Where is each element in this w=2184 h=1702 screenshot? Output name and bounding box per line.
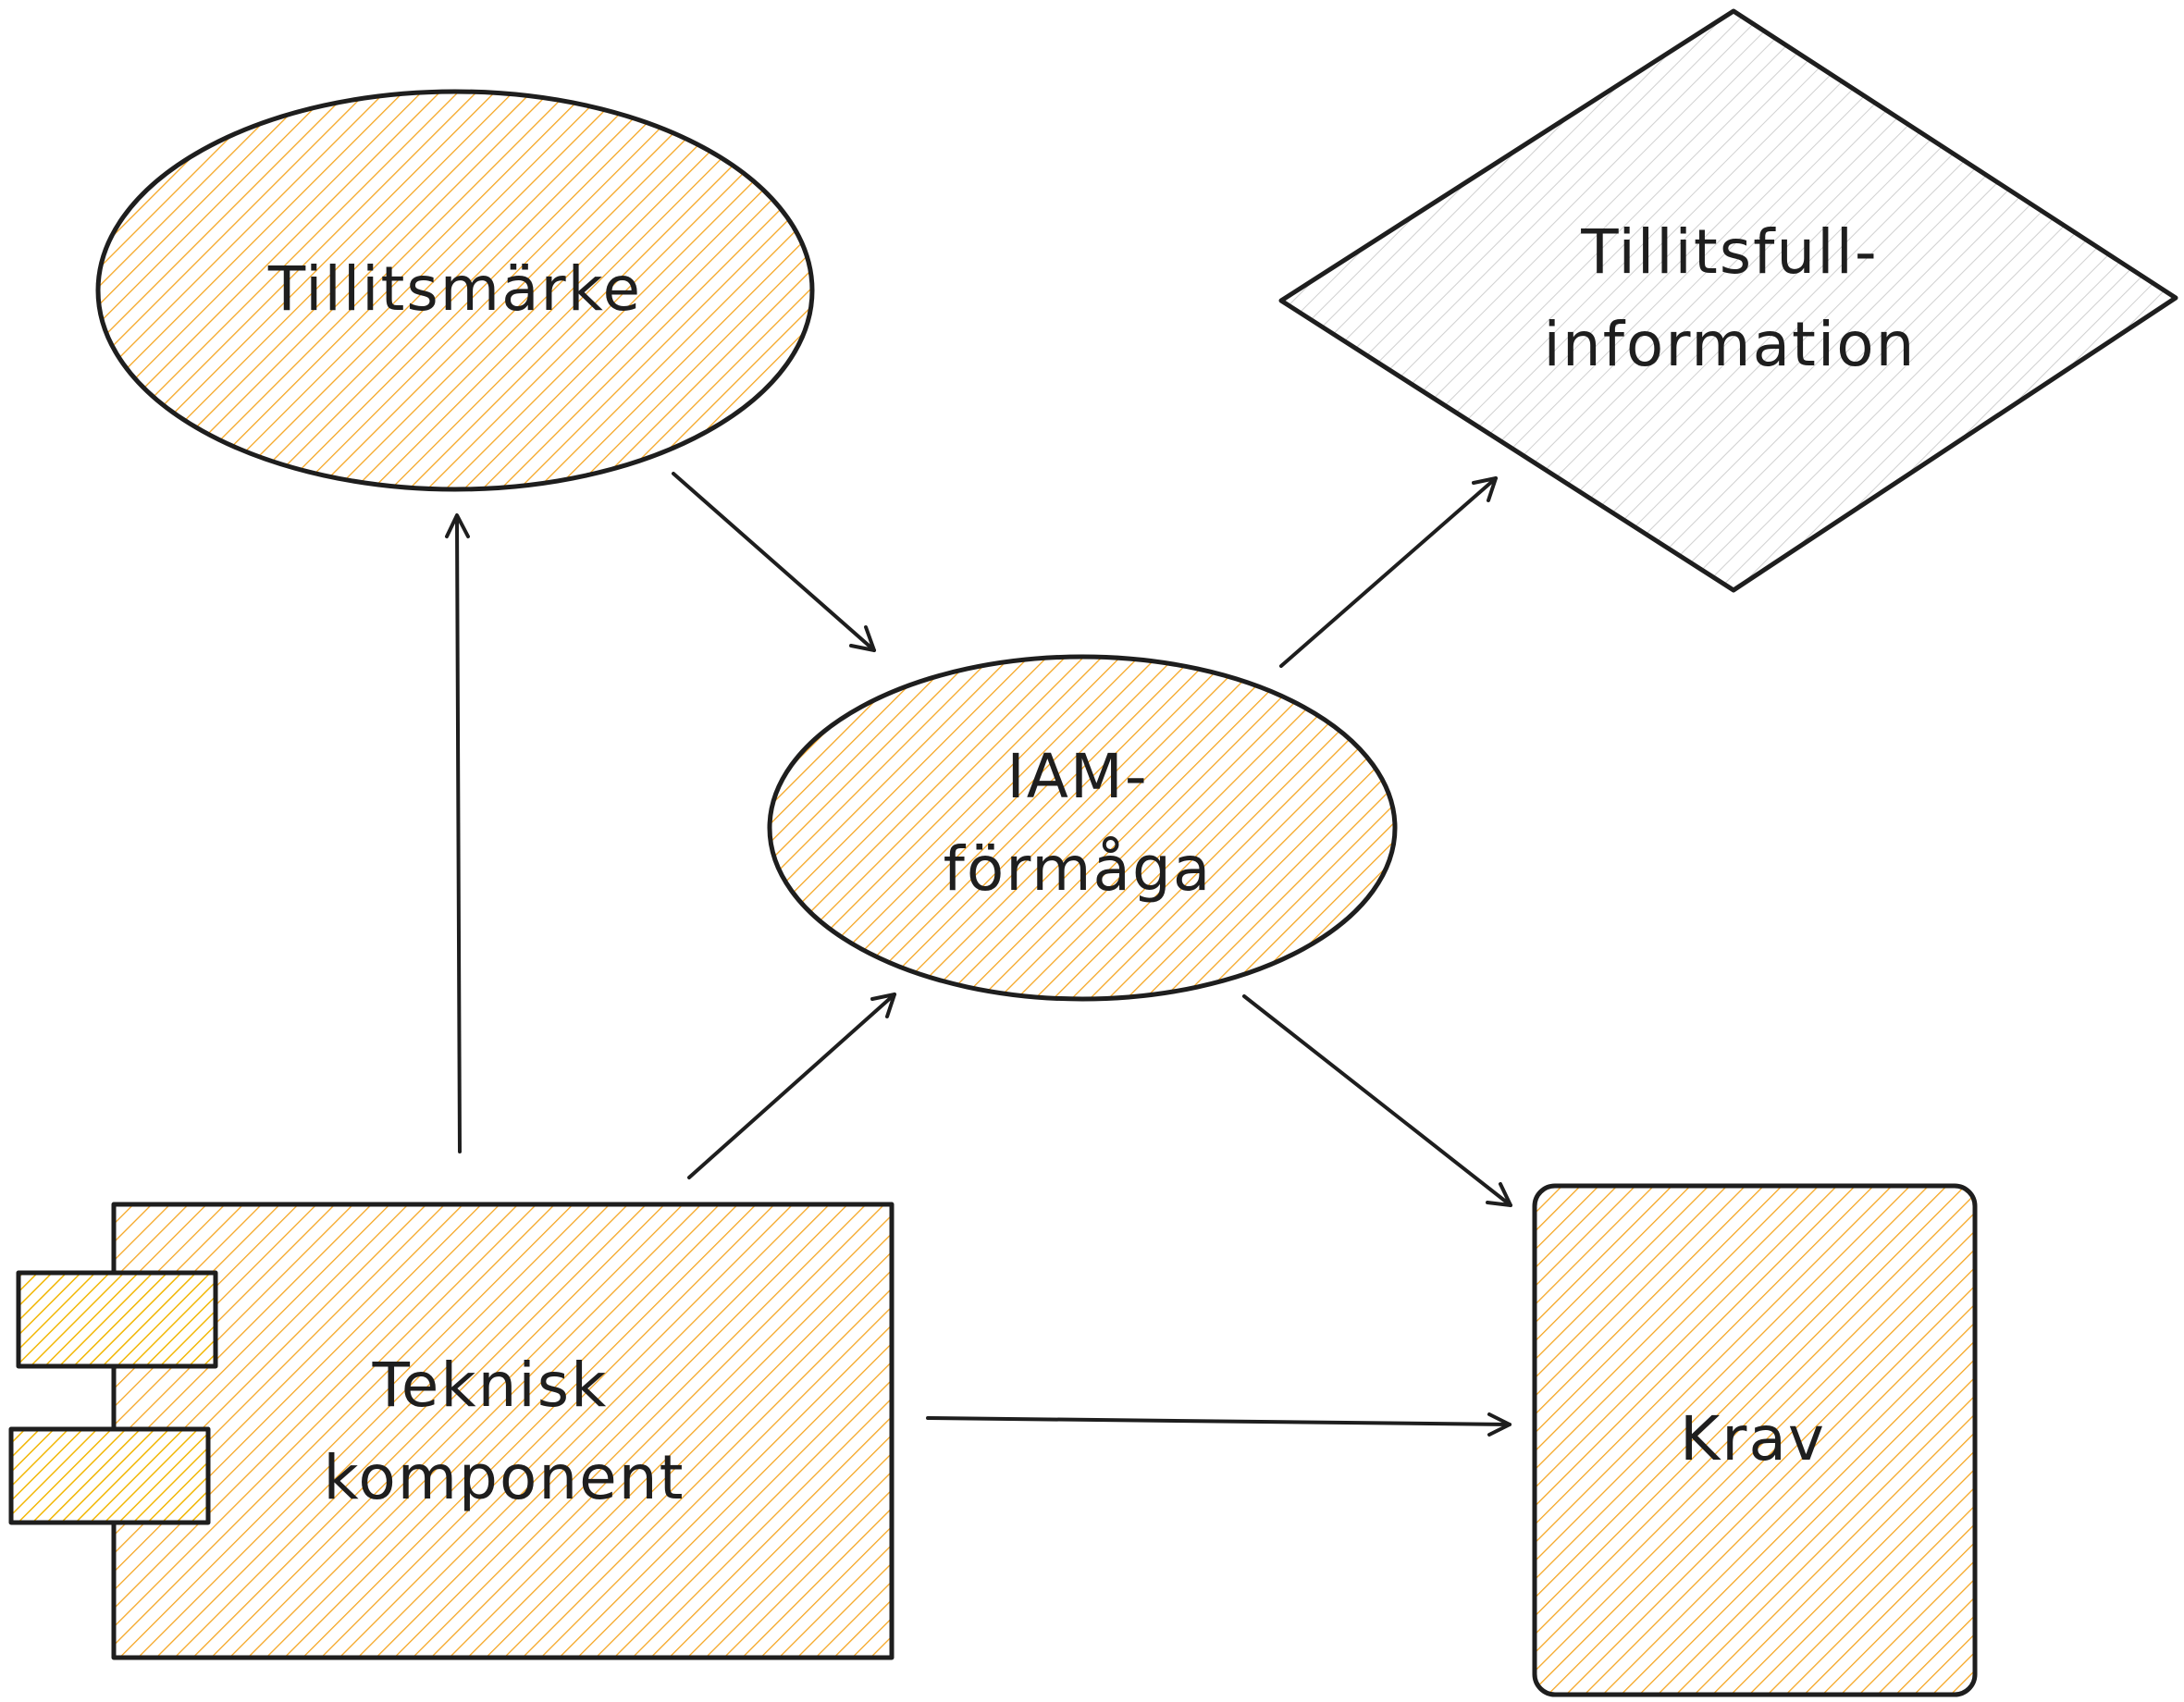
- krav-label: Krav: [1680, 1403, 1826, 1474]
- tillitsfull-label-line1: Tillitsfull-: [1580, 216, 1878, 288]
- edge-teknisk-to-krav: [926, 1412, 1512, 1437]
- tillitsfull-label-line2: information: [1544, 309, 1917, 380]
- node-teknisk-komponent[interactable]: Teknisk komponent: [8, 1202, 895, 1660]
- node-tillitsfull-information[interactable]: Tillitsfull- information: [1278, 8, 2178, 593]
- edges: [445, 472, 1512, 1437]
- iam-label-line2: förmåga: [944, 833, 1213, 905]
- teknisk-port-top: [16, 1270, 218, 1369]
- node-krav[interactable]: Krav: [1532, 1183, 1978, 1697]
- iam-label-line1: IAM-: [1006, 741, 1148, 812]
- tillitsmarke-ellipse: [95, 89, 815, 492]
- edge-teknisk-to-tillitsmarke: [445, 513, 470, 1153]
- edge-iam-to-tillitsfull: [1279, 476, 1498, 668]
- node-tillitsmarke[interactable]: Tillitsmärke: [95, 89, 815, 492]
- teknisk-label-line1: Teknisk: [372, 1350, 609, 1421]
- edge-iam-to-krav: [1242, 994, 1512, 1207]
- tillitsfull-diamond: [1278, 8, 2178, 593]
- tillitsmarke-label: Tillitsmärke: [267, 253, 642, 325]
- iam-ellipse: [767, 654, 1398, 1002]
- edge-teknisk-to-iam: [687, 993, 896, 1179]
- teknisk-body: [111, 1202, 895, 1660]
- edge-tillitsmarke-to-iam: [672, 472, 876, 652]
- node-iam-formaga[interactable]: IAM- förmåga: [767, 654, 1398, 1002]
- teknisk-label-line2: komponent: [324, 1442, 685, 1513]
- krav-box: [1532, 1183, 1978, 1697]
- teknisk-port-bottom: [8, 1426, 211, 1525]
